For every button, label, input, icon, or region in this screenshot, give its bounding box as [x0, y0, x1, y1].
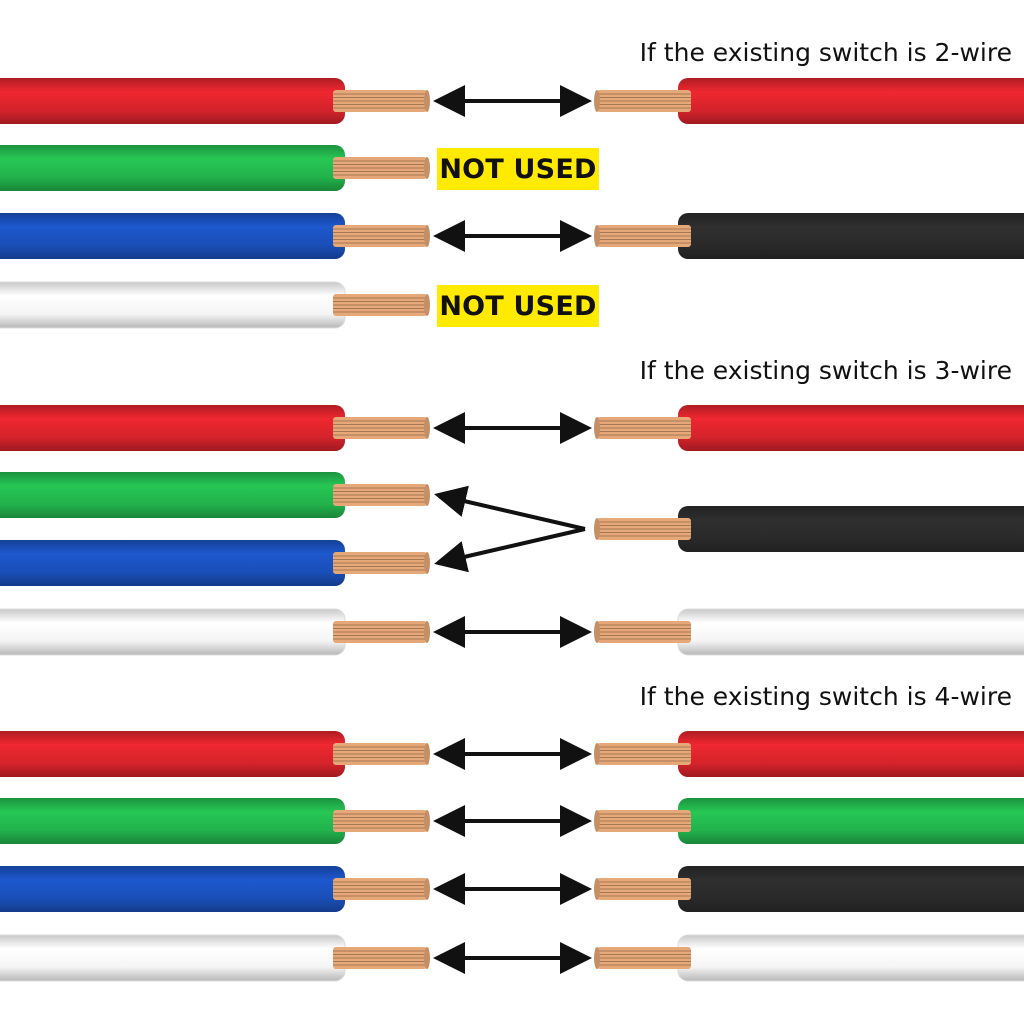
s3-row4-left-wire-white — [0, 934, 346, 982]
s2-merge-arrow-blue — [434, 527, 586, 573]
s2-row1-left-wire-red-copper-end — [424, 417, 430, 439]
s2-row4-right-wire-white-copper-end — [594, 621, 600, 643]
s1-row4-left-wire-white-copper-end — [424, 294, 430, 316]
s3-row4-right-wire-white — [677, 934, 1024, 982]
s2-merge-right-wire-black-copper-end — [594, 518, 600, 540]
s2-row2-left-wire-green-copper-end — [424, 484, 430, 506]
s3-row1-right-wire-red — [678, 731, 1024, 777]
s2-row3-left-wire-blue — [0, 540, 345, 586]
s2-row4-left-wire-white — [0, 608, 346, 656]
s3-row4-left-wire-white-copper-end — [424, 947, 430, 969]
s1-row2-left-wire-green-copper-end — [424, 157, 430, 179]
s3-row3-right-wire-black — [678, 866, 1024, 912]
s3-row1-left-wire-red-copper-end — [424, 743, 430, 765]
s3-row2-left-wire-green — [0, 798, 345, 844]
s3-row2-left-wire-green-copper-end — [424, 810, 430, 832]
s1-row3-left-wire-blue-copper-end — [424, 225, 430, 247]
s3-row3-left-wire-blue — [0, 866, 345, 912]
s1-row3-left-wire-blue — [0, 213, 345, 259]
s1-row1-right-wire-red — [678, 78, 1024, 124]
s1-row3-right-wire-black — [678, 213, 1024, 259]
s3-row2-right-wire-green — [678, 798, 1024, 844]
section-title-2-wire: If the existing switch is 2-wire — [639, 38, 1012, 67]
s3-row1-right-wire-red-copper-end — [594, 743, 600, 765]
s1-row1-left-wire-red-copper-end — [424, 90, 430, 112]
not-used-badge-white: NOT USED — [437, 285, 599, 327]
s2-row1-right-wire-red — [678, 405, 1024, 451]
s2-row4-left-wire-white-copper-end — [424, 621, 430, 643]
s1-row1-left-wire-red — [0, 78, 345, 124]
not-used-badge-green: NOT USED — [437, 148, 599, 190]
section-title-4-wire: If the existing switch is 4-wire — [639, 682, 1012, 711]
s2-row1-right-wire-red-copper-end — [594, 417, 600, 439]
s1-row4-left-wire-white — [0, 281, 346, 329]
s3-row2-right-wire-green-copper-end — [594, 810, 600, 832]
s3-row1-left-wire-red — [0, 731, 345, 777]
s1-row2-left-wire-green — [0, 145, 345, 191]
section-title-3-wire: If the existing switch is 3-wire — [639, 356, 1012, 385]
s1-row1-right-wire-red-copper-end — [594, 90, 600, 112]
s3-row3-left-wire-blue-copper-end — [424, 878, 430, 900]
s3-row3-right-wire-black-copper-end — [594, 878, 600, 900]
s2-row3-left-wire-blue-copper-end — [424, 552, 430, 574]
s2-row2-left-wire-green — [0, 472, 345, 518]
s2-row1-left-wire-red — [0, 405, 345, 451]
s1-row3-right-wire-black-copper-end — [594, 225, 600, 247]
s3-row4-right-wire-white-copper-end — [594, 947, 600, 969]
s2-merge-right-wire-black — [678, 506, 1024, 552]
s2-merge-arrow-green — [434, 485, 586, 531]
s2-row4-right-wire-white — [677, 608, 1024, 656]
